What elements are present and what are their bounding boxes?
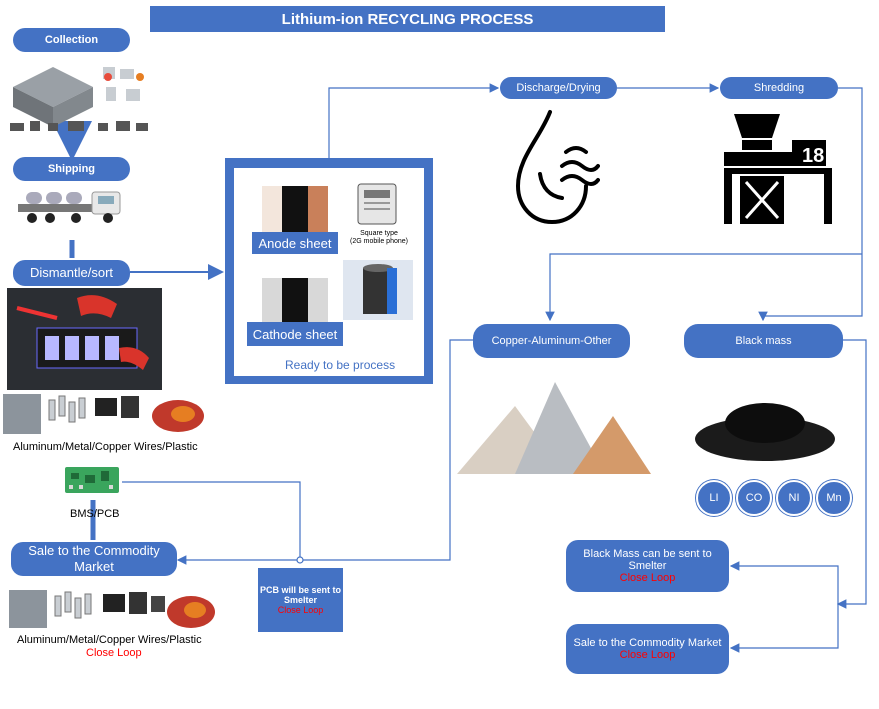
arrow-bracket-sale xyxy=(729,604,839,653)
pcb-smelter-box: PCB will be sent to Smelter Close Loop xyxy=(258,568,343,632)
element-li: LI xyxy=(696,480,732,516)
materials-caption-top: Aluminum/Metal/Copper Wires/Plastic xyxy=(13,441,198,453)
black-powder-image xyxy=(685,395,845,467)
page-title: Lithium-ion RECYCLING PROCESS xyxy=(150,6,665,32)
cathode-sheet-label: Cathode sheet xyxy=(247,322,343,346)
step-copper-aluminum: Copper-Aluminum-Other xyxy=(473,324,630,358)
step-shipping: Shipping xyxy=(13,157,130,181)
square-battery-image xyxy=(352,182,402,228)
black-mass-box-line2: Smelter xyxy=(628,560,667,572)
close-loop-left: Close Loop xyxy=(86,647,142,659)
black-mass-box-line1: Black Mass can be sent to xyxy=(583,548,712,560)
element-mn: Mn xyxy=(816,480,852,516)
step-dismantle: Dismantle/sort xyxy=(13,260,130,286)
square-type-line2: (2G mobile phone) xyxy=(350,238,408,245)
step-black-mass: Black mass xyxy=(684,324,843,358)
arrow-panel-discharge xyxy=(328,83,500,158)
sale-right-label: Sale to the Commodity Market xyxy=(573,637,722,649)
anode-sheet-image xyxy=(262,186,328,232)
anode-sheet-label: Anode sheet xyxy=(252,232,338,254)
bms-caption: BMS/PCB xyxy=(70,508,120,520)
element-ni: NI xyxy=(776,480,812,516)
sale-right-close-loop: Close Loop xyxy=(619,649,676,661)
pcb-close-loop: Close Loop xyxy=(277,605,324,615)
shredder-icon: 18 xyxy=(720,110,835,228)
dismantle-image xyxy=(7,288,162,390)
step-discharge: Discharge/Drying xyxy=(500,77,617,99)
cathode-sheet-image xyxy=(262,278,328,322)
square-type-caption: Square type (2G mobile phone) xyxy=(348,230,410,246)
collection-image xyxy=(8,57,153,137)
square-type-line1: Square type xyxy=(360,230,398,237)
materials-image-top xyxy=(3,392,207,438)
element-co: CO xyxy=(736,480,772,516)
step-collection: Collection xyxy=(13,28,130,52)
black-mass-close-loop: Close Loop xyxy=(619,572,676,584)
materials-image-bottom xyxy=(9,588,217,632)
cylinder-battery-image xyxy=(343,260,413,320)
black-mass-smelter-box: Black Mass can be sent to Smelter Close … xyxy=(566,540,729,592)
arrow-bms-pcb xyxy=(122,481,301,560)
sale-commodity-left: Sale to the Commodity Market xyxy=(11,542,177,576)
bms-pcb-image xyxy=(63,461,121,499)
pcb-line2: Smelter xyxy=(283,595,318,605)
drop-icon xyxy=(510,108,600,228)
powder-piles-image xyxy=(455,378,655,476)
arrow-copper-sale xyxy=(176,339,473,565)
arrow-blackmass-right xyxy=(836,339,867,609)
ready-caption: Ready to be process xyxy=(285,358,396,372)
arrow-shredding-blackmass xyxy=(758,87,863,322)
step-shredding: Shredding xyxy=(720,77,838,99)
materials-caption-bottom: Aluminum/Metal/Copper Wires/Plastic xyxy=(17,634,202,646)
arrow-bracket-smelter xyxy=(729,561,839,604)
sale-commodity-right: Sale to the Commodity Market Close Loop xyxy=(566,624,729,674)
truck-image xyxy=(16,186,126,228)
svg-text:18: 18 xyxy=(802,145,824,167)
pcb-line1: PCB will be sent to xyxy=(259,585,341,595)
arrow-shredding-copper xyxy=(545,253,862,322)
